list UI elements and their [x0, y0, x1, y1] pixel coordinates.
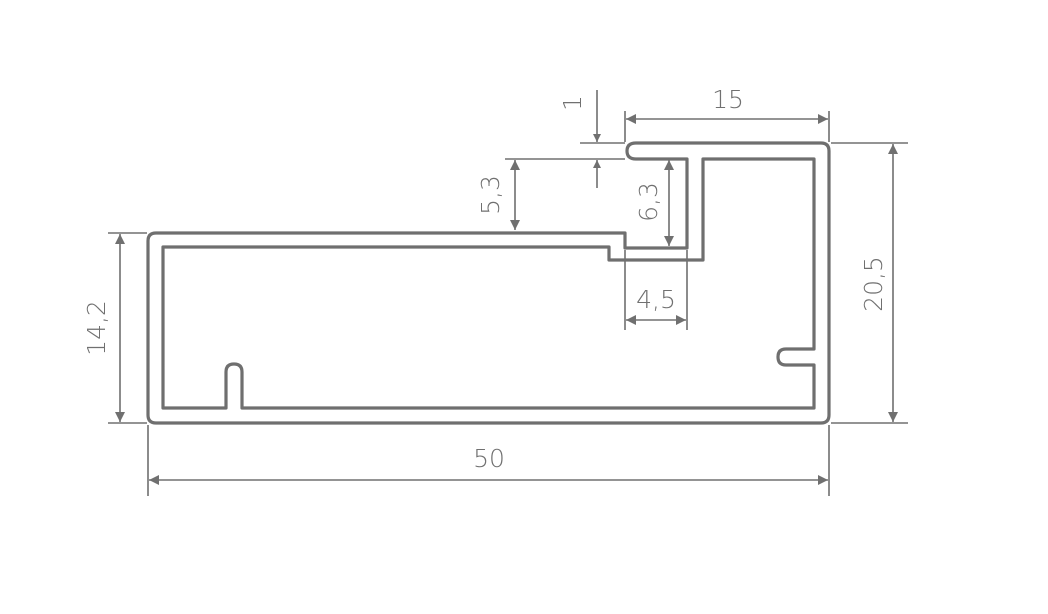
dimension-label-lip-thickness: 1 — [558, 95, 587, 111]
dimension-channel-width: 4,5 — [624, 250, 688, 330]
profile-inner-contour — [161, 157, 816, 410]
dimension-label-step-height: 5,3 — [476, 175, 505, 215]
dimension-lip-thickness: 1 — [558, 90, 625, 188]
dimension-top-flange-width: 15 — [624, 85, 830, 142]
dimension-channel-depth: 6,3 — [634, 160, 674, 246]
dimension-label-top-flange-width: 15 — [712, 85, 744, 114]
dimension-label-channel-depth: 6,3 — [634, 182, 663, 222]
dimension-total-height: 20,5 — [831, 142, 908, 424]
dimension-label-left-height: 14,2 — [82, 300, 111, 356]
dimension-label-total-width: 50 — [473, 444, 505, 473]
dimension-left-height: 14,2 — [82, 232, 147, 424]
dimension-label-channel-width: 4,5 — [636, 285, 676, 314]
dimension-step-height: 5,3 — [476, 158, 625, 230]
profile-outer-contour — [146, 141, 831, 425]
dimension-label-total-height: 20,5 — [859, 256, 888, 312]
dimension-total-width: 50 — [147, 425, 830, 496]
